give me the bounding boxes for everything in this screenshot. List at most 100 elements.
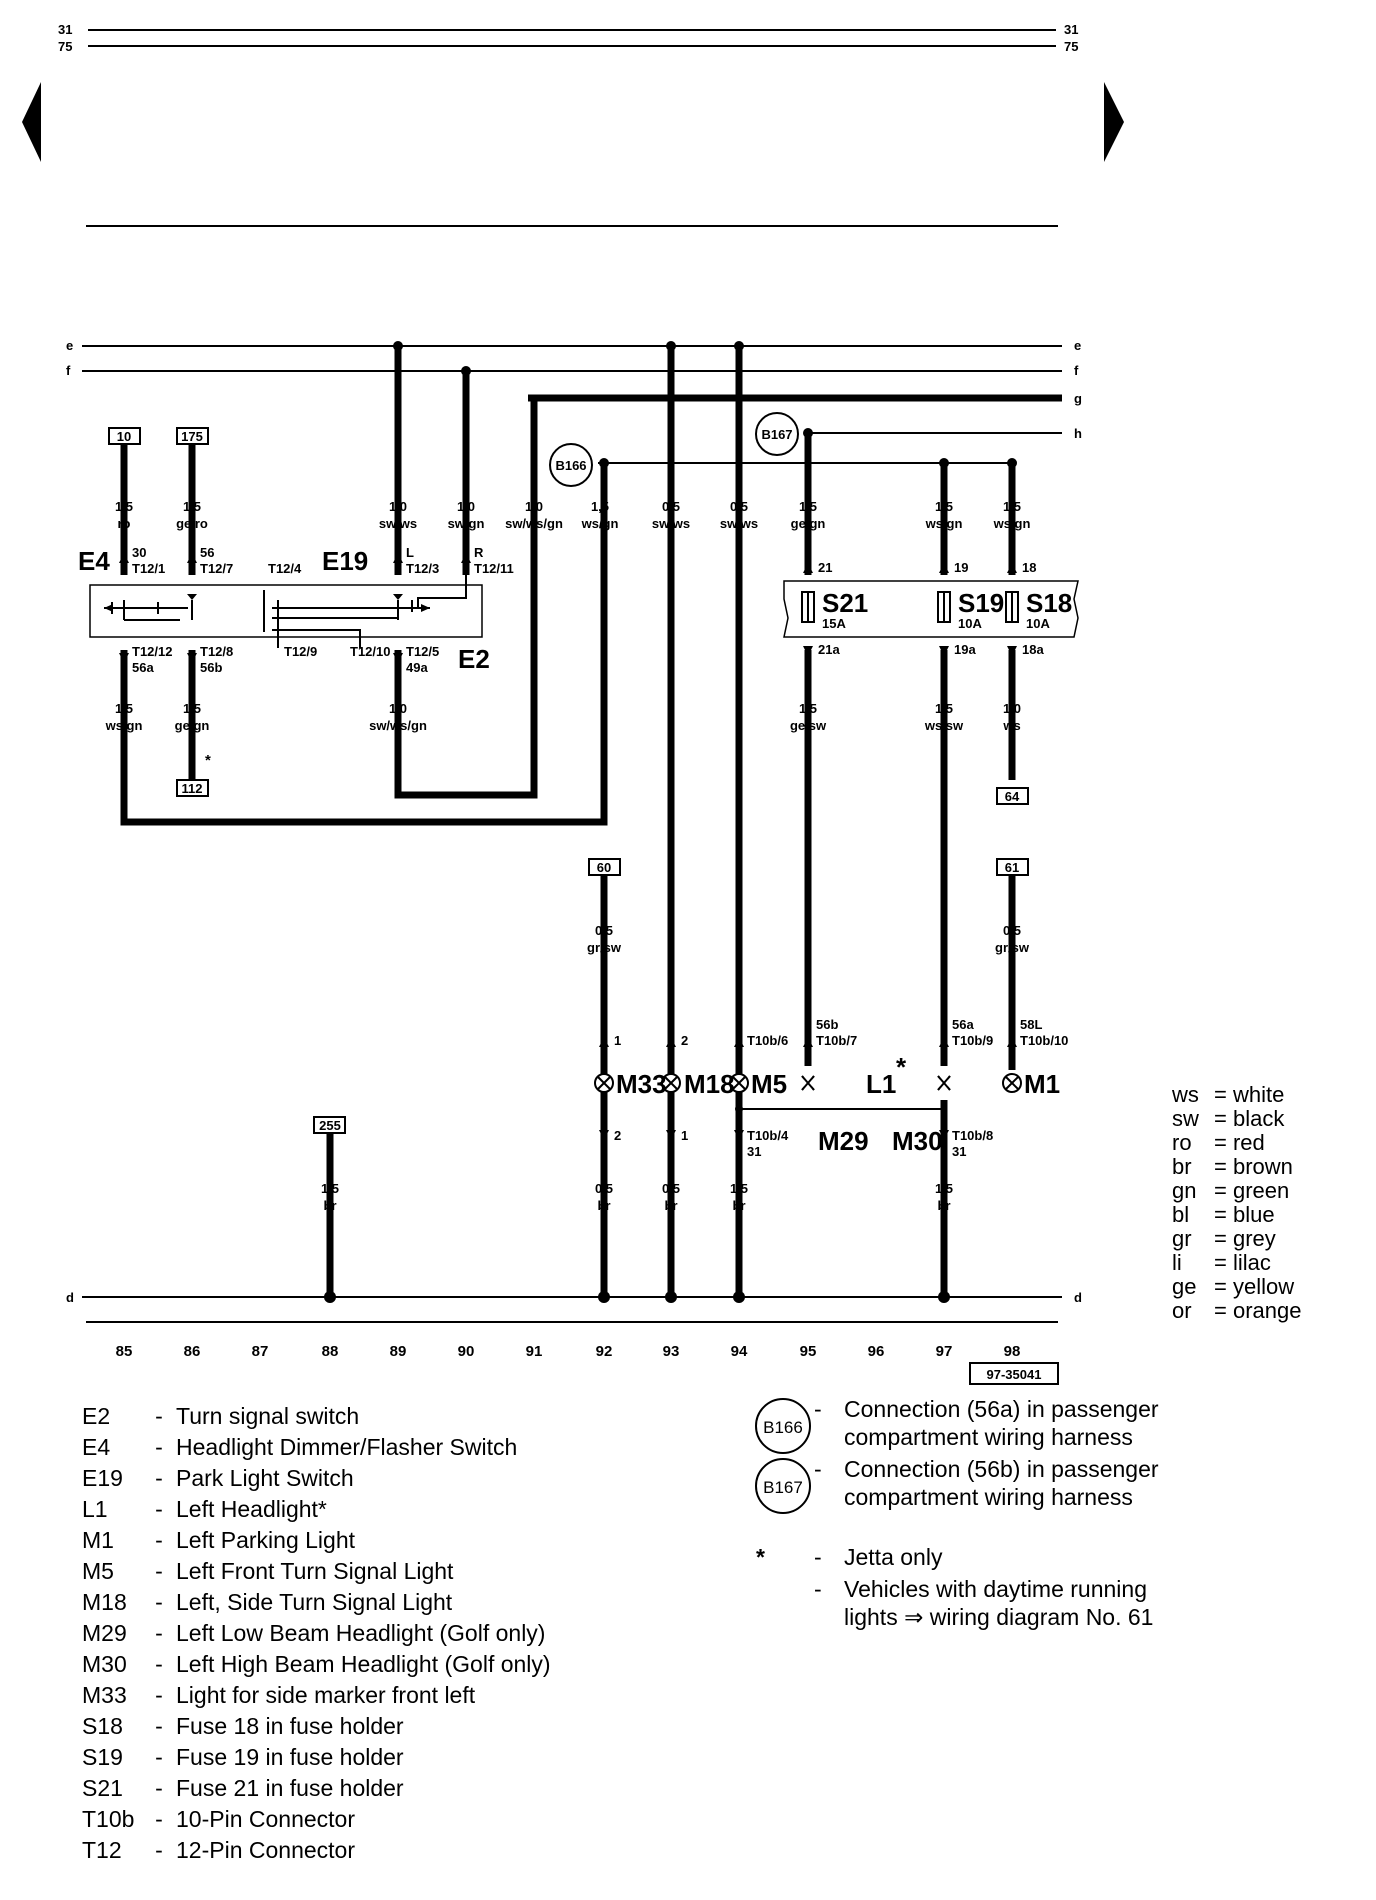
- colour-name: brown: [1232, 1154, 1293, 1179]
- colour-abbr: or: [1172, 1298, 1192, 1323]
- note-b166-label: B166: [763, 1418, 803, 1437]
- note-dash: -: [814, 1396, 822, 1422]
- colour-abbr: sw: [1172, 1106, 1199, 1131]
- colour-eq: =: [1214, 1082, 1233, 1107]
- colour-name: grey: [1232, 1226, 1276, 1251]
- s18-label: S18: [1026, 588, 1072, 618]
- pin-t12-8-name: T12/8: [200, 644, 233, 659]
- pin-t12-1-name: T12/1: [132, 561, 165, 576]
- legend-desc: Light for side marker front left: [176, 1682, 476, 1708]
- prev-page-arrow-icon[interactable]: [22, 82, 41, 162]
- pin-t12-1-num: 30: [132, 545, 146, 560]
- light-pin-labels: 1 2 T10b/6 56b T10b/7 56a T10b/9 58L T10…: [614, 1017, 1068, 1159]
- m30-label: M30: [892, 1126, 943, 1156]
- component-legend: E2-Turn signal switch E4-Headlight Dimme…: [82, 1401, 551, 1866]
- wire-93d-size: 0,5: [662, 1181, 680, 1196]
- legend-dash: -: [155, 1744, 163, 1770]
- colour-abbr: gn: [1172, 1178, 1197, 1203]
- pin-m1-58l-name: T10b/10: [1020, 1033, 1068, 1048]
- legend-code: T10b: [82, 1806, 135, 1832]
- ref-61: 61: [1005, 860, 1019, 875]
- page-number-top-left: 31: [58, 22, 72, 37]
- wire-93d-colour: br: [665, 1198, 678, 1213]
- pin-t12-12-name: T12/12: [132, 644, 172, 659]
- wire-88d-colour: br: [324, 1198, 337, 1213]
- pin-t12-11-name: T12/11: [474, 561, 514, 576]
- figure-id: 97-35041: [987, 1367, 1042, 1382]
- fuse-pin-labels: 21 19 18 21a 19a 18a: [818, 560, 1044, 657]
- wire-92-size: 1,5: [591, 499, 609, 514]
- fuse-holder: [783, 580, 1079, 638]
- wire-89-size: 1,0: [389, 499, 407, 514]
- bus-label-h: h: [1074, 426, 1082, 441]
- switch-block: [89, 575, 483, 648]
- jetta-asterisk-112: *: [205, 752, 211, 769]
- legend-row: M33-Light for side marker front left: [82, 1680, 551, 1711]
- wire-98c-colour: gr/sw: [995, 940, 1030, 955]
- page-number-bottom-right: 75: [1064, 39, 1078, 54]
- legend-row: E19-Park Light Switch: [82, 1463, 551, 1494]
- wire-92c-colour: gr/sw: [587, 940, 622, 955]
- lamp-m5-icon: [729, 1073, 749, 1093]
- next-page-arrow-icon[interactable]: [1104, 82, 1124, 162]
- track-number: 86: [184, 1343, 201, 1360]
- note-text: Jetta only: [844, 1544, 943, 1570]
- legend-row: M18-Left, Side Turn Signal Light: [82, 1587, 551, 1618]
- e2-label: E2: [458, 644, 490, 674]
- legend-desc: Left Parking Light: [176, 1527, 356, 1553]
- track-number: 97: [936, 1343, 953, 1360]
- wire-98-size: 1,5: [1003, 499, 1021, 514]
- colour-eq: =: [1214, 1130, 1233, 1155]
- pin-m5-bottom-num: 31: [747, 1144, 761, 1159]
- colour-key-row: ws= white: [1172, 1083, 1301, 1107]
- colour-key-row: li= lilac: [1172, 1251, 1301, 1275]
- e19-label: E19: [322, 546, 368, 576]
- legend-desc: Turn signal switch: [176, 1403, 360, 1429]
- legend-desc: 12-Pin Connector: [176, 1837, 355, 1863]
- ref-112: 112: [182, 781, 203, 796]
- pin-m1-58l-num: 58L: [1020, 1017, 1042, 1032]
- pin-l1-56a-name: T10b/9: [952, 1033, 993, 1048]
- page-number-bottom-left: 75: [58, 39, 72, 54]
- colour-name: orange: [1232, 1298, 1302, 1323]
- colour-key-row: sw= black: [1172, 1107, 1301, 1131]
- ref-175: 175: [181, 429, 203, 444]
- ref-60: 60: [597, 860, 611, 875]
- pin-t12-9: T12/9: [284, 644, 317, 659]
- pin-l1-56a-num: 56a: [952, 1017, 974, 1032]
- e4-label: E4: [78, 546, 110, 576]
- track-number: 87: [252, 1343, 269, 1360]
- bus-label-e-right: e: [1074, 338, 1081, 353]
- colour-name: yellow: [1232, 1274, 1295, 1299]
- pin-fuse-21-out: 21a: [818, 642, 840, 657]
- colour-key: ws= white sw= black ro= red br= brown gn…: [1172, 1083, 1301, 1323]
- l1-label: L1: [866, 1069, 896, 1099]
- legend-dash: -: [155, 1775, 163, 1801]
- legend-code: S19: [82, 1744, 123, 1770]
- wire-85-colour: ro: [118, 516, 131, 531]
- lamp-m18-icon: [661, 1073, 681, 1093]
- bus-label-d-right: d: [1074, 1290, 1082, 1305]
- colour-key-row: gr= grey: [1172, 1227, 1301, 1251]
- pin-t12-10: T12/10: [350, 644, 390, 659]
- wire-97-size: 1,5: [935, 499, 953, 514]
- legend-dash: -: [155, 1682, 163, 1708]
- pin-l1-bottom-name: T10b/8: [952, 1128, 993, 1143]
- pin-l1-bottom-num: 31: [952, 1144, 966, 1159]
- pin-t12-12-num: 56a: [132, 660, 154, 675]
- legend-row: T10b-10-Pin Connector: [82, 1804, 551, 1835]
- wire-97b-colour: ws/sw: [924, 718, 964, 733]
- colour-eq: =: [1214, 1154, 1233, 1179]
- wire-92c-size: 0,5: [595, 923, 613, 938]
- wire-93-colour: sw/ws: [652, 516, 690, 531]
- wire-93-size: 0,5: [662, 499, 680, 514]
- wire-91-size: 1,0: [525, 499, 543, 514]
- wire-85-size: 1,5: [115, 499, 133, 514]
- wire-labels: 1,5 ro 1,5 ge/ro 1,0 sw/ws 1,0 sw/gn 1,0…: [105, 499, 1031, 1213]
- pin-t12-5-num: 49a: [406, 660, 428, 675]
- legend-desc: Headlight Dimmer/Flasher Switch: [176, 1434, 518, 1460]
- wire-86-colour: ge/ro: [176, 516, 208, 531]
- wire-97-colour: ws/gn: [925, 516, 963, 531]
- note-asterisk: *: [756, 1544, 765, 1570]
